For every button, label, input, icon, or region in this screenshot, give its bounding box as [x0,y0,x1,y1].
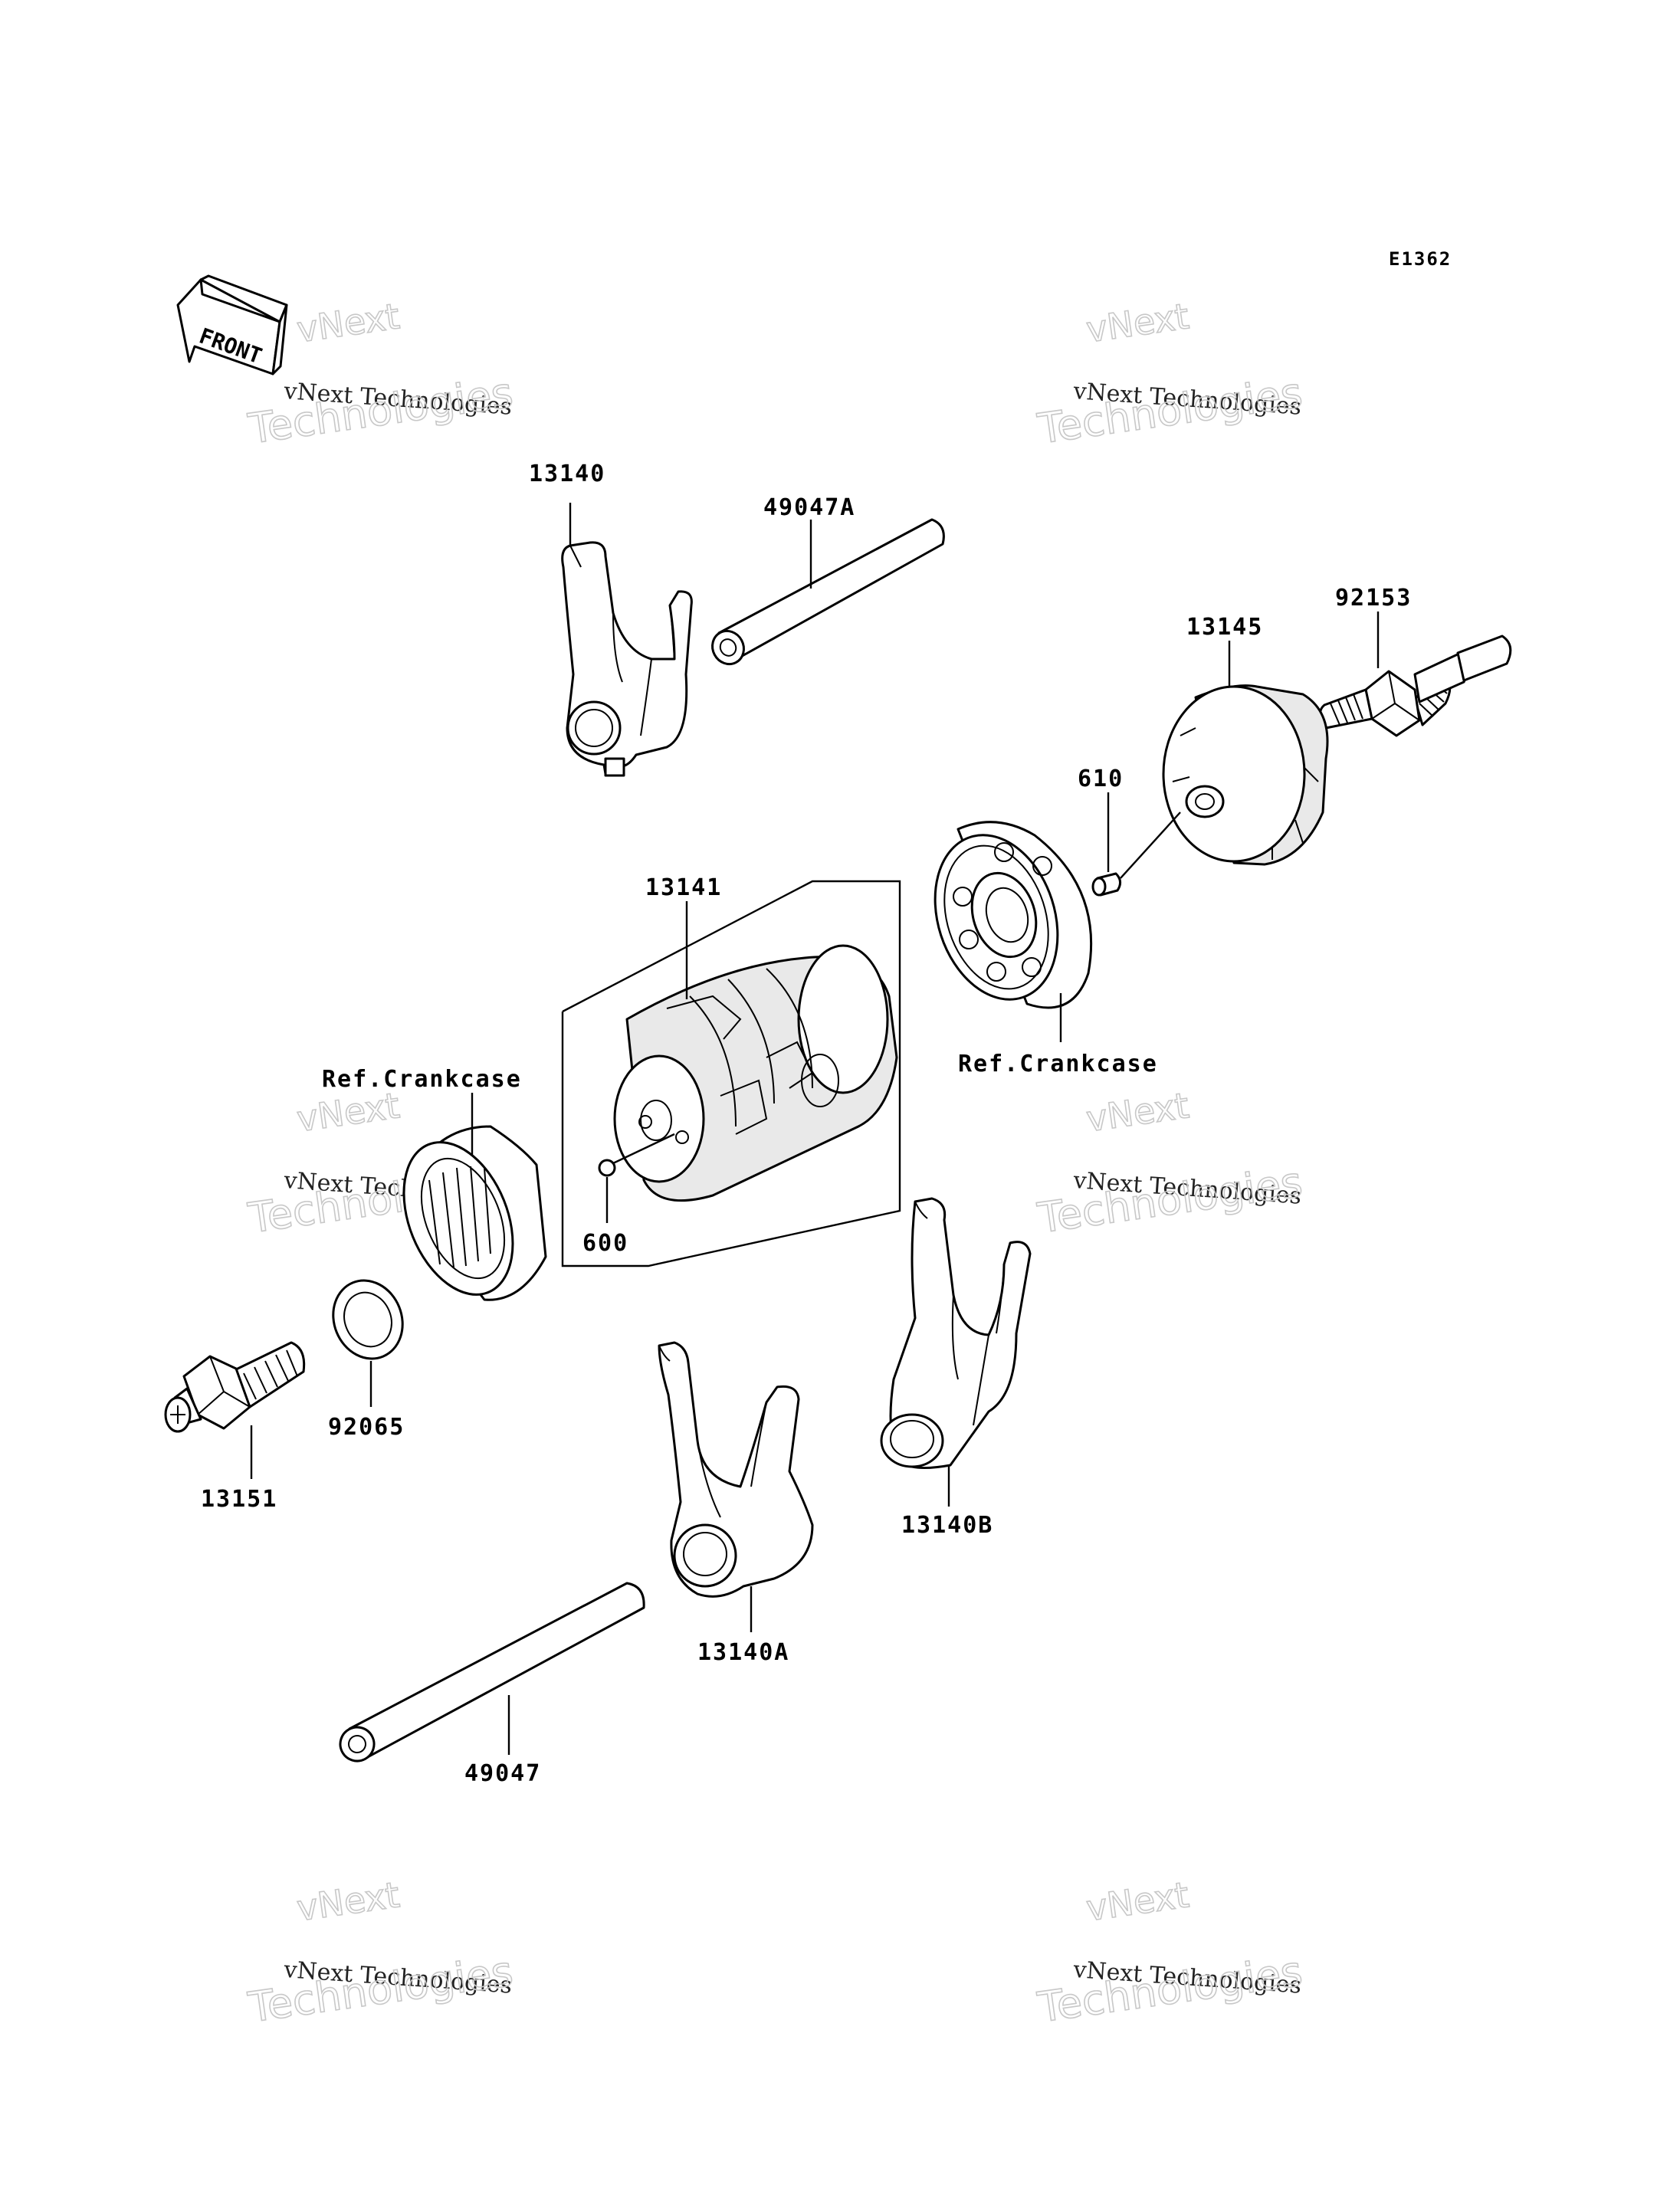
watermark: vNext vNext Technologies Technologies [1034,294,1306,454]
svg-text:vNext: vNext [1084,1874,1192,1929]
part-needle-bearing[interactable] [383,1125,547,1311]
leader-line [1120,812,1181,879]
label-13141: 13141 [645,874,722,901]
front-arrow-icon: FRONT [176,274,288,375]
part-13141-bracket [561,880,901,1267]
label-ref-crankcase-left: Ref.Crankcase [322,1066,522,1093]
svg-text:vNext: vNext [294,295,402,350]
label-13151: 13151 [201,1486,277,1513]
svg-text:vNext: vNext [294,1874,402,1929]
svg-text:vNext: vNext [294,1084,402,1139]
part-13140A-shift-fork[interactable] [658,1341,814,1598]
part-92065-washer[interactable] [322,1270,415,1369]
watermark: vNext vNext Technologies Technologies [1034,1873,1306,2032]
leader-line [612,1133,675,1165]
part-92153-bolt[interactable] [1319,635,1512,737]
svg-text:vNext: vNext [1084,295,1192,350]
part-13145-drum-cam[interactable] [1162,684,1329,866]
label-13140B: 13140B [901,1512,993,1539]
svg-text:vNext: vNext [1084,1084,1192,1139]
part-13140-shift-fork[interactable] [561,541,693,777]
part-49047A-shift-rod[interactable] [707,518,945,670]
watermark: vNext vNext Technologies Technologies [244,1873,517,2032]
label-92065: 92065 [328,1414,405,1441]
label-92153: 92153 [1335,585,1412,612]
part-13151-neutral-switch[interactable] [164,1341,306,1433]
label-13140: 13140 [529,461,605,487]
label-49047A: 49047A [763,494,855,521]
part-13141-shift-drum[interactable] [613,944,898,1202]
part-13140B-shift-fork[interactable] [880,1197,1032,1470]
part-ball-bearing[interactable] [915,819,1093,1015]
label-610: 610 [1078,766,1124,792]
label-ref-crankcase-right: Ref.Crankcase [958,1051,1158,1077]
label-600: 600 [582,1230,628,1257]
part-600-ball[interactable] [598,1159,616,1177]
part-49047-shift-rod[interactable] [334,1582,645,1767]
label-13145: 13145 [1186,614,1263,641]
label-13140A: 13140A [697,1639,789,1666]
label-49047: 49047 [464,1760,541,1787]
part-610-pin[interactable] [1091,872,1121,897]
diagram-code: E1362 [1389,248,1452,270]
watermark: vNext vNext Technologies Technologies [1034,1084,1306,1243]
